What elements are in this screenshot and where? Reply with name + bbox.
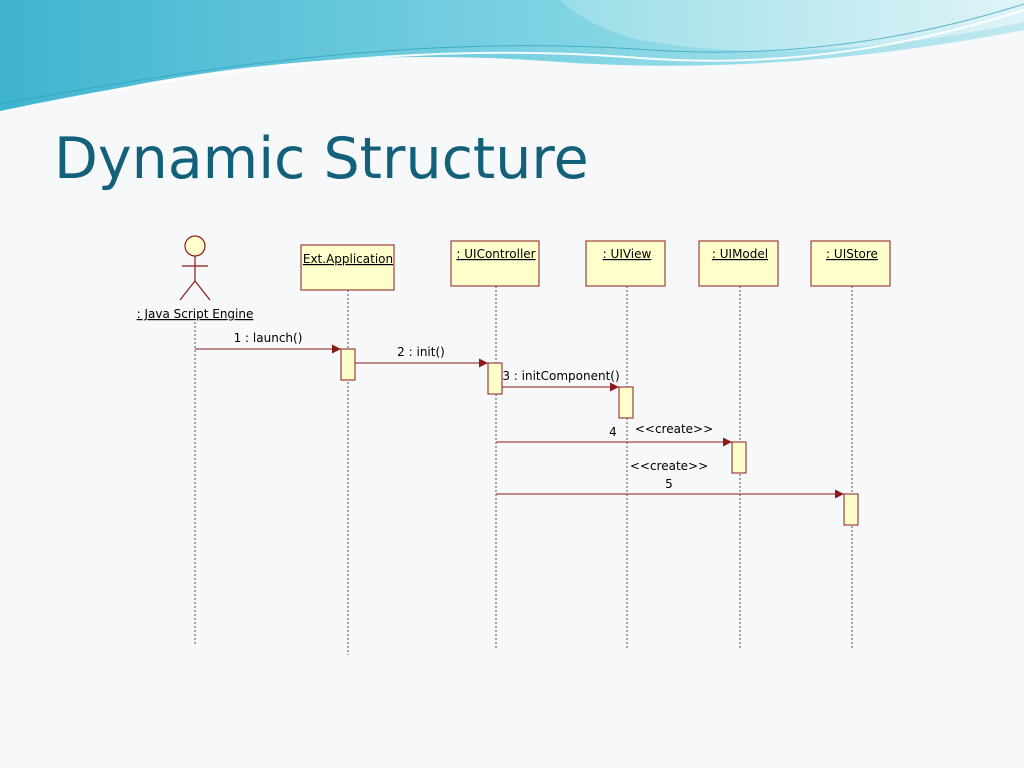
object-label: : UIView xyxy=(603,247,652,261)
activation-uimodel xyxy=(731,441,747,474)
actor-stick-figure-icon xyxy=(179,235,211,301)
object-ext-application: Ext.Application xyxy=(300,244,395,291)
activation-uiview xyxy=(618,386,634,419)
object-uicontroller: : UIController xyxy=(450,240,540,287)
object-label: : UIController xyxy=(456,247,535,261)
message-label: 2 : init() xyxy=(397,345,445,359)
message-label: 4 xyxy=(609,425,617,439)
object-label: : UIModel xyxy=(712,247,768,261)
message-stereotype: <<create>> xyxy=(635,422,713,436)
message-label: 5 xyxy=(665,477,673,491)
message-label: 3 : initComponent() xyxy=(502,369,619,383)
activation-uicontroller xyxy=(487,362,503,395)
object-uistore: : UIStore xyxy=(810,240,891,287)
activation-uistore xyxy=(843,493,859,526)
header-wave-banner xyxy=(0,0,1024,113)
actor-java-script-engine: : Java Script Engine xyxy=(137,235,254,321)
message-1-launch: 1 : launch() xyxy=(195,331,341,354)
object-label: : UIStore xyxy=(826,247,878,261)
object-uiview: : UIView xyxy=(585,240,666,287)
message-5-create: <<create>> 5 xyxy=(496,459,844,499)
message-2-init: 2 : init() xyxy=(355,345,488,368)
slide-title: Dynamic Structure xyxy=(54,126,589,192)
activation-ext-application xyxy=(340,348,356,381)
object-uimodel: : UIModel xyxy=(698,240,779,287)
message-stereotype: <<create>> xyxy=(630,459,708,473)
message-label: 1 : launch() xyxy=(234,331,303,345)
message-3-initcomponent: 3 : initComponent() xyxy=(502,369,620,392)
message-4-create: 4 <<create>> xyxy=(496,422,732,447)
actor-label: : Java Script Engine xyxy=(137,307,254,321)
object-label: Ext.Application xyxy=(303,252,393,266)
